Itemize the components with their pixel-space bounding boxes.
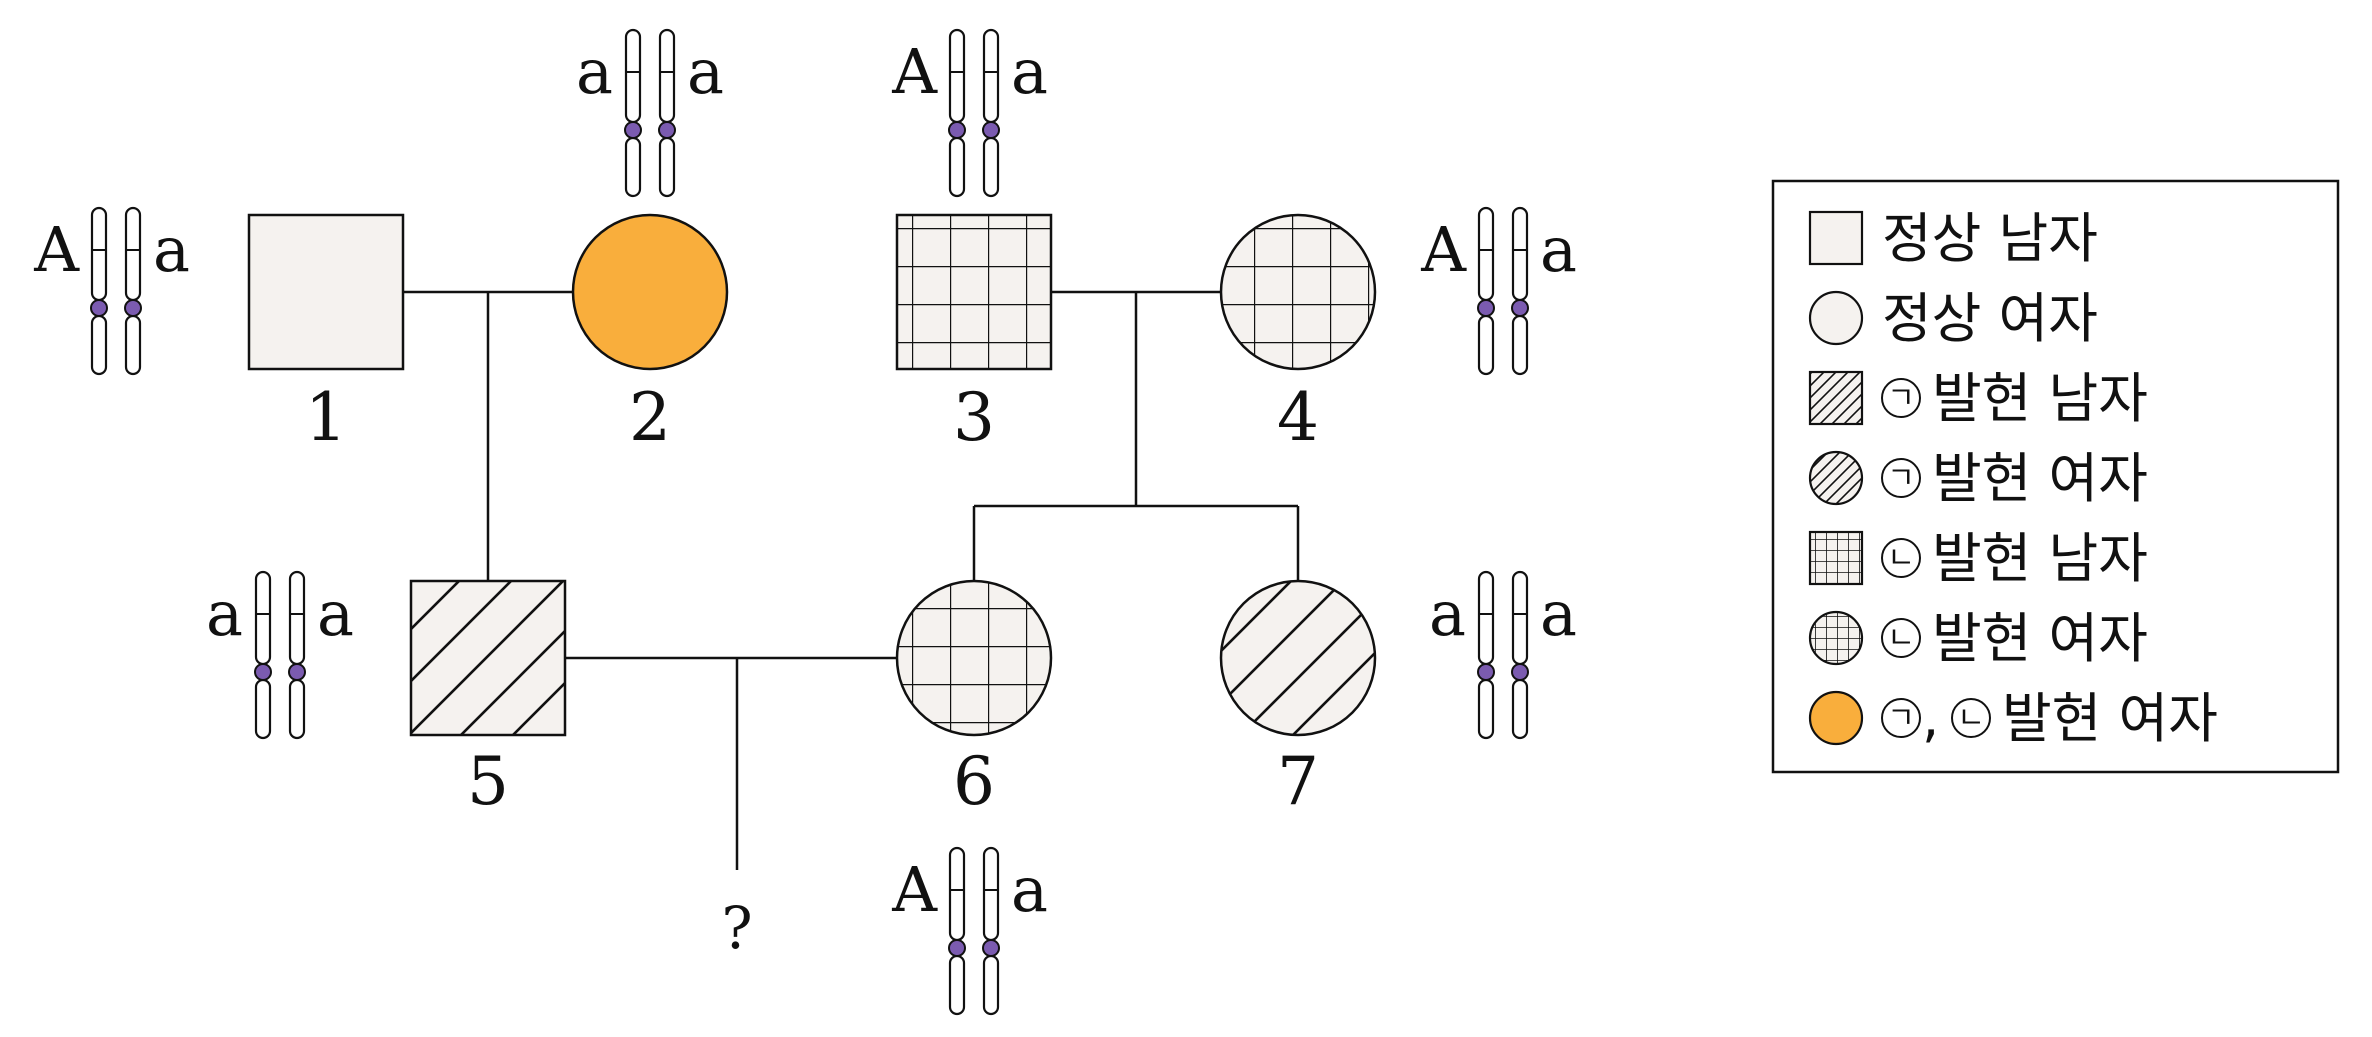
pedigree-individuals: 1 2 3 4 5 6 7	[247, 213, 1377, 820]
pedigree-lines	[403, 290, 1300, 870]
allele-right: a	[153, 213, 190, 286]
legend-item: 정상 남자	[1808, 207, 2098, 270]
legend-square-icon	[1808, 370, 1864, 426]
individual-2: 2	[571, 213, 729, 456]
individual-1: 1	[247, 213, 405, 456]
legend-item: ㄱ, ㄴ 발현 여자	[1808, 686, 2218, 750]
individual-7: 7	[1219, 579, 1377, 820]
individual-6: 6	[895, 579, 1053, 820]
chromosome	[124, 206, 142, 376]
svg-text:ㄴ: ㄴ	[1957, 701, 1985, 736]
legend-circle-icon	[1808, 610, 1864, 666]
circled-mark-icon: ㄱ	[1881, 378, 1921, 418]
legend-item: ㄱ 발현 남자	[1808, 367, 2148, 430]
male-square	[895, 213, 1053, 371]
legend-label: 발현 남자	[1932, 367, 2148, 430]
legend-square-icon	[1808, 530, 1864, 586]
circled-mark-icon: ㄴ	[1881, 538, 1921, 578]
allele-right: a	[1011, 35, 1048, 108]
circled-mark-icon: ㄱ	[1881, 458, 1921, 498]
svg-text:ㄴ: ㄴ	[1887, 541, 1915, 576]
unknown-child-label: ?	[721, 894, 752, 962]
allele-left: a	[206, 577, 243, 650]
chromosome	[1511, 570, 1529, 740]
male-square	[409, 579, 567, 737]
female-circle	[571, 213, 729, 371]
individual-number: 1	[305, 379, 347, 456]
allele-left: A	[891, 853, 938, 926]
svg-text:,: ,	[1922, 686, 1939, 749]
allele-right: a	[1540, 577, 1577, 650]
chromosome	[624, 28, 642, 198]
legend-circle-icon	[1808, 450, 1864, 506]
chromosome	[1477, 570, 1495, 740]
chromosome	[658, 28, 676, 198]
chromosome	[288, 570, 306, 740]
legend-label: 정상 여자	[1882, 287, 2098, 350]
chromosome	[1511, 206, 1529, 376]
svg-text:ㄴ: ㄴ	[1887, 621, 1915, 656]
male-square	[247, 213, 405, 371]
allele-left: A	[1420, 213, 1467, 286]
circled-mark-icon: ㄴ	[1951, 698, 1991, 738]
individual-number: 5	[467, 743, 509, 820]
circled-mark-icon: ㄱ	[1881, 698, 1921, 738]
chromosome	[90, 206, 108, 376]
individual-5: 5	[409, 579, 567, 820]
individual-number: 3	[953, 379, 995, 456]
legend-square-icon	[1808, 210, 1864, 266]
legend-label: 발현 여자	[2002, 687, 2218, 750]
chromosome	[948, 28, 966, 198]
allele-left: a	[1429, 577, 1466, 650]
female-circle	[895, 579, 1053, 737]
legend-item: ㄱ 발현 여자	[1808, 447, 2148, 510]
individual-4: 4	[1219, 213, 1377, 456]
allele-left: A	[891, 35, 938, 108]
allele-right: a	[687, 35, 724, 108]
legend-item: ㄴ 발현 남자	[1808, 527, 2148, 590]
chromosome	[1477, 206, 1495, 376]
individual-3: 3	[895, 213, 1053, 456]
circled-mark-icon: ㄴ	[1881, 618, 1921, 658]
legend-label: 발현 여자	[1932, 447, 2148, 510]
female-circle	[1219, 579, 1377, 737]
legend-item: 정상 여자	[1808, 287, 2098, 350]
legend-label: 정상 남자	[1882, 207, 2098, 270]
legend-item: ㄴ 발현 여자	[1808, 607, 2148, 670]
legend-box	[1771, 179, 2340, 774]
chromosome	[948, 846, 966, 1016]
individual-number: 7	[1277, 743, 1319, 820]
svg-text:ㄱ: ㄱ	[1887, 381, 1915, 416]
chromosome	[982, 28, 1000, 198]
allele-left: A	[33, 213, 80, 286]
individual-number: 2	[629, 379, 671, 456]
allele-right: a	[1011, 853, 1048, 926]
legend-label: 발현 여자	[1932, 607, 2148, 670]
legend-circle-icon	[1808, 290, 1864, 346]
chromosome	[254, 570, 272, 740]
individual-number: 6	[953, 743, 995, 820]
individual-number: 4	[1277, 379, 1319, 456]
svg-text:ㄱ: ㄱ	[1887, 461, 1915, 496]
allele-left: a	[576, 35, 613, 108]
allele-right: a	[317, 577, 354, 650]
female-circle	[1219, 213, 1377, 371]
svg-text:ㄱ: ㄱ	[1887, 701, 1915, 736]
chromosome	[982, 846, 1000, 1016]
legend-circle-icon	[1808, 690, 1864, 746]
allele-right: a	[1540, 213, 1577, 286]
legend-label: 발현 남자	[1932, 527, 2148, 590]
